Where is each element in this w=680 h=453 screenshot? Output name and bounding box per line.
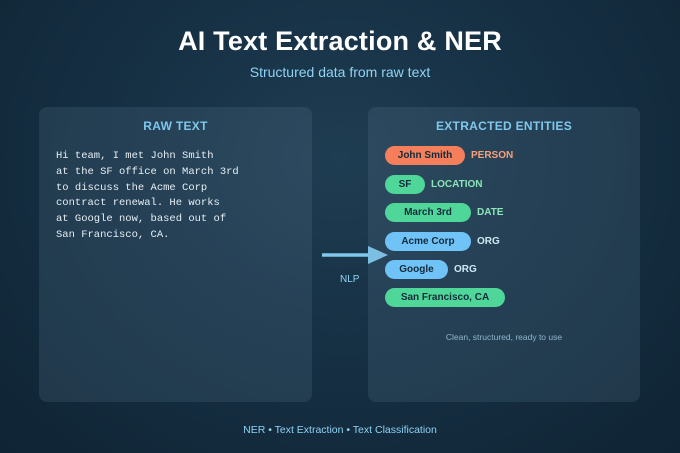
- raw-text-line: at the SF office on March 3rd: [56, 165, 239, 178]
- entity-type-label: LOCATION: [431, 179, 483, 190]
- entity-type-label: ORG: [454, 264, 477, 275]
- entity-type-label: PERSON: [471, 150, 514, 161]
- raw-text-line: San Francisco, CA.: [56, 228, 170, 241]
- raw-text-body: Hi team, I met John Smith at the SF offi…: [56, 149, 306, 244]
- nlp-label: NLP: [340, 274, 360, 285]
- page-subtitle: Structured data from raw text: [249, 64, 431, 80]
- entities-panel-title: EXTRACTED ENTITIES: [435, 119, 573, 133]
- entity-row: San Francisco, CA: [385, 288, 511, 307]
- entity-pill: San Francisco, CA: [385, 288, 505, 307]
- entity-pill: SF: [385, 175, 425, 194]
- raw-text-line: to discuss the Acme Corp: [56, 181, 208, 194]
- entity-pill: March 3rd: [385, 203, 471, 222]
- raw-text-panel: RAW TEXT Hi team, I met John Smith at th…: [39, 107, 312, 402]
- nlp-arrow-icon: [322, 246, 388, 264]
- entity-row: March 3rd DATE: [385, 203, 503, 222]
- entity-pill: John Smith: [385, 146, 465, 165]
- entity-row: SF LOCATION: [385, 175, 482, 194]
- page-title: AI Text Extraction & NER: [178, 26, 502, 56]
- raw-text-panel-title: RAW TEXT: [143, 119, 208, 133]
- raw-text-line: at Google now, based out of: [56, 213, 227, 226]
- entity-row: Google ORG: [385, 260, 477, 279]
- raw-text-line: contract renewal. He works: [56, 197, 220, 210]
- entity-row: Acme Corp ORG: [385, 232, 500, 251]
- entities-footnote: Clean, structured, ready to use: [445, 332, 563, 342]
- extracted-entities-panel: EXTRACTED ENTITIES John Smith PERSON SF …: [368, 107, 640, 402]
- entity-row: John Smith PERSON: [385, 146, 513, 165]
- footer-tagline: NER • Text Extraction • Text Classificat…: [243, 424, 437, 436]
- entity-pill: Google: [385, 260, 448, 279]
- entity-type-label: ORG: [477, 236, 500, 247]
- entity-type-label: DATE: [477, 207, 504, 218]
- entity-pill: Acme Corp: [385, 232, 471, 251]
- raw-text-line: Hi team, I met John Smith: [56, 150, 214, 162]
